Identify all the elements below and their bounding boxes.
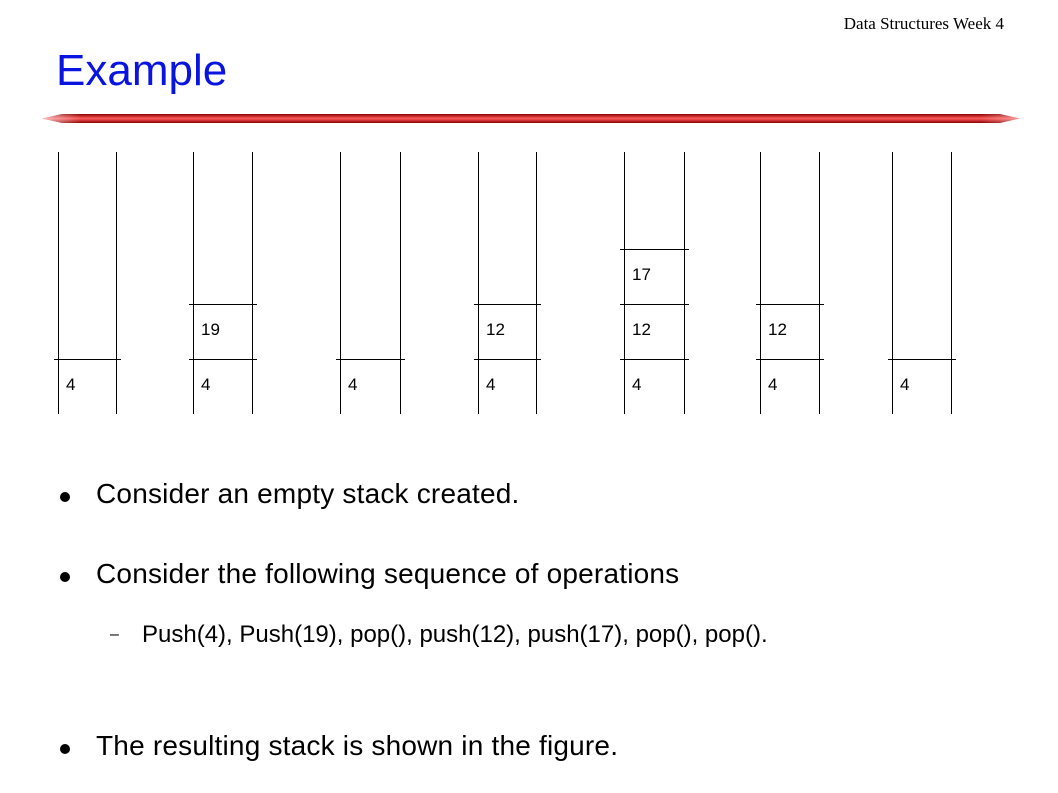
cell-divider — [474, 359, 541, 360]
cell-divider — [54, 359, 121, 360]
bullet-text: Consider the following sequence of opera… — [96, 558, 680, 589]
stack-wall — [478, 152, 479, 414]
cell-divider — [336, 359, 405, 360]
cell-divider — [756, 304, 824, 305]
cell-divider — [888, 359, 956, 360]
bullet-dot-icon — [60, 572, 70, 582]
stack-wall — [536, 152, 537, 414]
cell-divider — [620, 249, 689, 250]
stack-6: 4 12 — [756, 152, 824, 414]
cell-divider — [189, 359, 257, 360]
title-rule — [42, 113, 1020, 124]
stack-cell-value: 4 — [900, 375, 910, 394]
stack-wall — [684, 152, 685, 414]
stack-cell-value: 4 — [768, 375, 778, 394]
bullet-text: Consider an empty stack created. — [96, 478, 520, 509]
cell-divider — [620, 359, 689, 360]
stack-cell-value: 4 — [66, 375, 76, 394]
bullet-text: The resulting stack is shown in the figu… — [96, 730, 619, 761]
stack-wall — [400, 152, 401, 414]
dash-icon: – — [110, 626, 119, 643]
stack-cell-value: 12 — [768, 320, 787, 339]
stack-cell-value: 4 — [632, 375, 642, 394]
slide-header: Data Structures Week 4 — [843, 14, 1004, 33]
stack-wall — [819, 152, 820, 414]
stack-wall — [116, 152, 117, 414]
stack-wall — [760, 152, 761, 414]
stack-cell-value: 12 — [632, 320, 651, 339]
cell-divider — [189, 304, 257, 305]
stack-wall — [58, 152, 59, 414]
stack-wall — [340, 152, 341, 414]
slide-title: Example — [56, 46, 228, 95]
stack-wall — [892, 152, 893, 414]
cell-divider — [756, 359, 824, 360]
stack-4: 4 12 — [474, 152, 541, 414]
stack-cell-value: 4 — [486, 375, 496, 394]
sub-bullet-text: Push(4), Push(19), pop(), push(12), push… — [142, 621, 768, 648]
stack-5: 4 12 17 — [620, 152, 689, 414]
stack-2: 4 19 — [189, 152, 257, 414]
stack-cell-value: 4 — [348, 375, 358, 394]
stack-7: 4 — [888, 152, 956, 414]
stack-1: 4 — [54, 152, 121, 414]
cell-divider — [474, 304, 541, 305]
stack-wall — [951, 152, 952, 414]
stack-wall — [624, 152, 625, 414]
stack-cell-value: 19 — [201, 320, 220, 339]
bullet-dot-icon — [60, 492, 70, 502]
stack-cell-value: 17 — [632, 265, 651, 284]
stack-wall — [193, 152, 194, 414]
stack-cell-value: 12 — [486, 320, 505, 339]
stack-3: 4 — [336, 152, 405, 414]
stack-wall — [252, 152, 253, 414]
stack-cell-value: 4 — [201, 375, 211, 394]
bullet-dot-icon — [60, 744, 70, 754]
cell-divider — [620, 304, 689, 305]
